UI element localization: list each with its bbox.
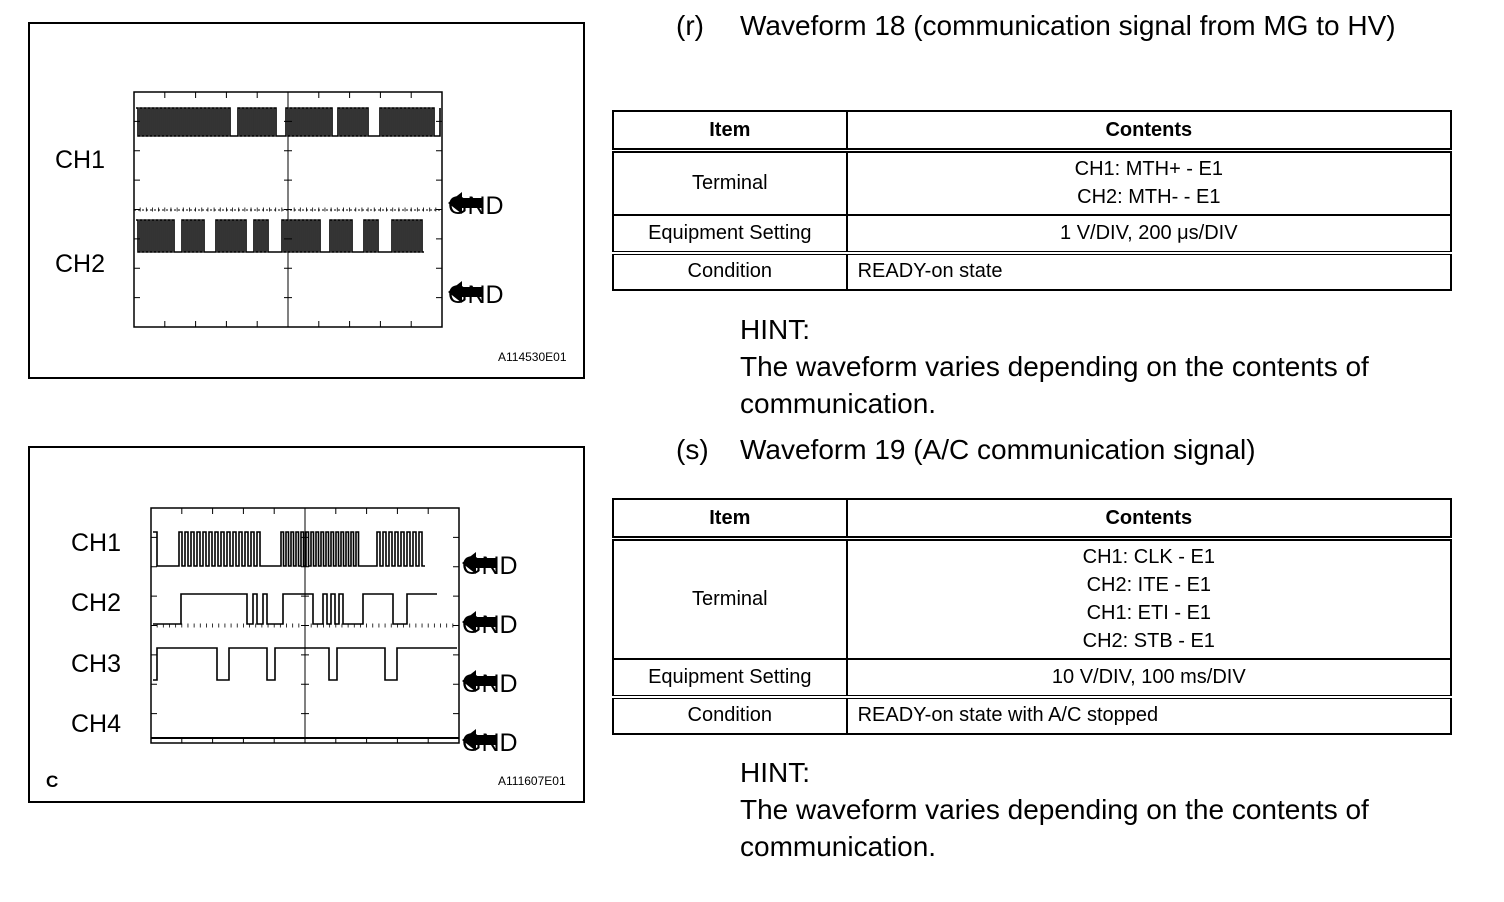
cell-contents: READY-on state bbox=[845, 251, 1453, 291]
table-row-setting: Equipment Setting 1 V/DIV, 200 μs/DIV bbox=[612, 213, 1453, 255]
cell-item: Condition bbox=[612, 695, 848, 735]
header-item: Item bbox=[612, 110, 848, 153]
section-s-heading: (s) Waveform 19 (A/C communication signa… bbox=[676, 432, 1436, 472]
cell-contents: 1 V/DIV, 200 μs/DIV bbox=[845, 213, 1453, 255]
header-item: Item bbox=[612, 498, 848, 541]
gnd-marker-ch1: GND bbox=[462, 552, 518, 581]
cell-item: Equipment Setting bbox=[612, 657, 848, 699]
section-r-letter: (r) bbox=[676, 10, 704, 41]
gnd-marker-ch2: GND bbox=[448, 281, 504, 310]
arrow-left-icon bbox=[462, 670, 496, 692]
table-row-condition: Condition READY-on state with A/C stoppe… bbox=[612, 695, 1453, 735]
channel-label-ch2: CH2 bbox=[55, 250, 106, 278]
table-row-condition: Condition READY-on state bbox=[612, 251, 1453, 291]
ch1-trace bbox=[136, 107, 441, 137]
terminal-line: CH2: MTH- - E1 bbox=[1077, 186, 1221, 209]
table-header-row: Item Contents bbox=[612, 498, 1453, 541]
header-contents: Contents bbox=[845, 498, 1453, 541]
hint-label: HINT: bbox=[740, 314, 810, 345]
ch2-trace bbox=[153, 593, 437, 625]
section-s-letter: (s) bbox=[676, 434, 709, 465]
arrow-left-icon bbox=[462, 552, 496, 574]
cell-contents: CH1: CLK - E1 CH2: ITE - E1 CH1: ETI - E… bbox=[845, 537, 1453, 660]
arrow-left-icon bbox=[462, 729, 496, 751]
terminal-line: CH2: STB - E1 bbox=[1082, 630, 1215, 653]
channel-label-ch1: CH1 bbox=[55, 146, 106, 174]
hint-label: HINT: bbox=[740, 757, 810, 788]
waveform-figure-2: CH1 CH2 CH3 CH4 GND GND GND GND C A11160… bbox=[28, 446, 585, 803]
spec-table-s: Item Contents Terminal CH1: CLK - E1 CH2… bbox=[612, 498, 1453, 735]
terminal-line: CH1: ETI - E1 bbox=[1086, 602, 1212, 625]
terminal-line: CH1: MTH+ - E1 bbox=[1074, 158, 1223, 181]
section-r-title: Waveform 18 (communication signal from M… bbox=[740, 10, 1396, 41]
section-s-title: Waveform 19 (A/C communication signal) bbox=[740, 434, 1256, 465]
figure-id: A114530E01 bbox=[498, 350, 567, 364]
gnd-marker-ch3: GND bbox=[462, 670, 518, 699]
gnd-marker-ch1: GND bbox=[448, 192, 504, 221]
table-row-setting: Equipment Setting 10 V/DIV, 100 ms/DIV bbox=[612, 657, 1453, 699]
hint-text: The waveform varies depending on the con… bbox=[740, 351, 1369, 419]
cell-item: Equipment Setting bbox=[612, 213, 848, 255]
hint-r: HINT: The waveform varies depending on t… bbox=[740, 311, 1460, 422]
figure-id: A111607E01 bbox=[498, 774, 566, 788]
oscilloscope-screen-1 bbox=[133, 91, 443, 328]
channel-label-ch4: CH4 bbox=[71, 710, 122, 738]
terminal-line: CH2: ITE - E1 bbox=[1086, 574, 1212, 597]
cell-contents: CH1: MTH+ - E1 CH2: MTH- - E1 bbox=[845, 149, 1453, 216]
arrow-left-icon bbox=[448, 192, 482, 214]
table-row-terminal: Terminal CH1: CLK - E1 CH2: ITE - E1 CH1… bbox=[612, 537, 1453, 660]
table-header-row: Item Contents bbox=[612, 110, 1453, 153]
cell-contents: 10 V/DIV, 100 ms/DIV bbox=[845, 657, 1453, 699]
oscilloscope-screen-2 bbox=[150, 507, 460, 744]
arrow-left-icon bbox=[448, 281, 482, 303]
hint-s: HINT: The waveform varies depending on t… bbox=[740, 754, 1460, 865]
table-row-terminal: Terminal CH1: MTH+ - E1 CH2: MTH- - E1 bbox=[612, 149, 1453, 216]
ch3-trace bbox=[153, 647, 457, 681]
spec-table-r: Item Contents Terminal CH1: MTH+ - E1 CH… bbox=[612, 110, 1453, 291]
ch2-trace bbox=[136, 219, 424, 253]
gnd-marker-ch4: GND bbox=[462, 729, 518, 758]
gnd-marker-ch2: GND bbox=[462, 611, 518, 640]
hint-text: The waveform varies depending on the con… bbox=[740, 794, 1369, 862]
channel-label-ch1: CH1 bbox=[71, 529, 122, 557]
waveform-figure-1: CH1 CH2 GND GND A114530E01 bbox=[28, 22, 585, 379]
cell-item: Condition bbox=[612, 251, 848, 291]
corner-mark: C bbox=[46, 772, 59, 791]
header-contents: Contents bbox=[845, 110, 1453, 153]
arrow-left-icon bbox=[462, 611, 496, 633]
cell-contents: READY-on state with A/C stopped bbox=[845, 695, 1453, 735]
terminal-line: CH1: CLK - E1 bbox=[1082, 546, 1215, 569]
channel-label-ch2: CH2 bbox=[71, 589, 122, 617]
cell-item: Terminal bbox=[612, 149, 848, 216]
channel-label-ch3: CH3 bbox=[71, 650, 122, 678]
ch1-trace bbox=[153, 531, 425, 567]
section-r-heading: (r) Waveform 18 (communication signal fr… bbox=[676, 8, 1436, 82]
cell-item: Terminal bbox=[612, 537, 848, 660]
